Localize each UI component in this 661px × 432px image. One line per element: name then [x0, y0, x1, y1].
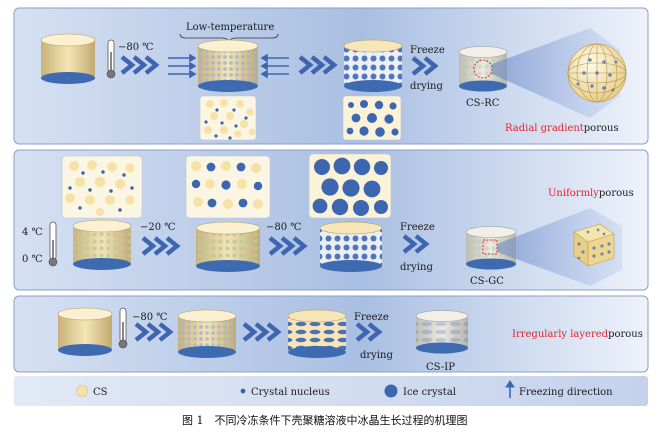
legend-nucleus: Crystal nucleus	[251, 387, 330, 398]
row1-porous-black: porous	[584, 123, 619, 134]
legend-direction: Freezing direction	[519, 387, 613, 398]
legend-ice: Ice crystal	[403, 387, 456, 398]
row1-zoom-ice	[342, 95, 402, 141]
row2-zoom-large-ice	[308, 153, 392, 219]
chevron-arrow-icon	[120, 55, 160, 75]
legend-nucleus-swatch	[240, 388, 246, 394]
thermometer-icon	[106, 39, 116, 79]
row1-cs-cylinder	[40, 33, 96, 84]
chevron-arrow-icon	[134, 322, 174, 342]
row3-temp: −80 ℃	[132, 312, 167, 323]
row2-porous-red: Uniformly	[548, 188, 599, 199]
row2-zoom-small-ice	[185, 155, 271, 219]
row1-radial-sphere	[567, 43, 627, 103]
row3-drying: drying	[360, 350, 393, 361]
inward-arrows-left-icon	[168, 53, 197, 79]
row2-sample: CS-GC	[470, 276, 504, 287]
row2-zoom-nucleus	[61, 155, 143, 219]
legend-cs: CS	[93, 387, 108, 398]
row1-temp: −80 ℃	[118, 42, 153, 53]
thermometer-icon	[48, 221, 58, 267]
legend-ice-swatch	[384, 384, 398, 398]
row3-freeze: Freeze	[354, 312, 389, 323]
row2-freeze: Freeze	[400, 222, 435, 233]
row3-nucleation-cylinder	[177, 309, 237, 358]
figure-caption: 图 1 不同冷冻条件下壳聚糖溶液中冰晶生长过程的机理图	[182, 413, 468, 427]
panel-row-1	[13, 7, 649, 145]
row2-uniform-ice-cylinder	[319, 221, 383, 272]
row2-porous-label: Uniformlyporous	[548, 188, 634, 199]
row2-temp-bottom: 0 ℃	[22, 254, 43, 265]
row3-cs-ip-scaffold	[415, 310, 469, 354]
row1-nucleation-cylinder	[197, 39, 259, 92]
chevron-arrow-icon	[411, 56, 439, 76]
chevron-arrow-icon	[268, 236, 308, 256]
row2-temp-last: −80 ℃	[266, 222, 301, 233]
row1-freeze: Freeze	[410, 45, 445, 56]
row1-porous-label: Radial gradientporous	[505, 123, 619, 134]
freezing-direction-arrow-icon	[505, 380, 515, 398]
legend-cs-swatch	[76, 385, 88, 397]
row2-cs-cylinder	[72, 219, 132, 270]
chevron-arrow-icon	[141, 236, 181, 256]
row1-radial-ice-cylinder	[343, 39, 403, 92]
row3-cs-cylinder	[57, 307, 113, 356]
row3-porous-label: Irregularly layeredporous	[512, 329, 643, 340]
row3-irregular-ice-cylinder	[287, 309, 347, 358]
row3-sample: CS-IP	[426, 362, 455, 373]
inward-arrows-right-icon	[260, 53, 289, 79]
row1-porous-red: Radial gradient	[505, 123, 584, 134]
chevron-arrow-icon	[355, 322, 383, 342]
chevron-arrow-icon	[402, 234, 430, 254]
row3-porous-black: porous	[608, 329, 643, 340]
row1-sample: CS-RC	[466, 98, 500, 109]
low-temperature-label: Low-temperature	[186, 22, 274, 33]
row2-porous-black: porous	[599, 188, 634, 199]
legend-panel	[14, 376, 648, 406]
chevron-arrow-icon	[298, 55, 338, 75]
chevron-arrow-icon	[242, 322, 282, 342]
row1-zoom-nucleus	[199, 95, 257, 141]
row3-porous-red: Irregularly layered	[512, 329, 609, 340]
thermometer-icon	[118, 307, 128, 349]
row2-temp-top: 4 ℃	[22, 227, 43, 238]
row2-drying: drying	[400, 262, 433, 273]
row2-nucleation-cylinder	[195, 221, 261, 272]
row2-uniform-cube	[573, 223, 615, 267]
row2-temp-mid: −20 ℃	[140, 222, 175, 233]
row1-drying: drying	[410, 81, 443, 92]
